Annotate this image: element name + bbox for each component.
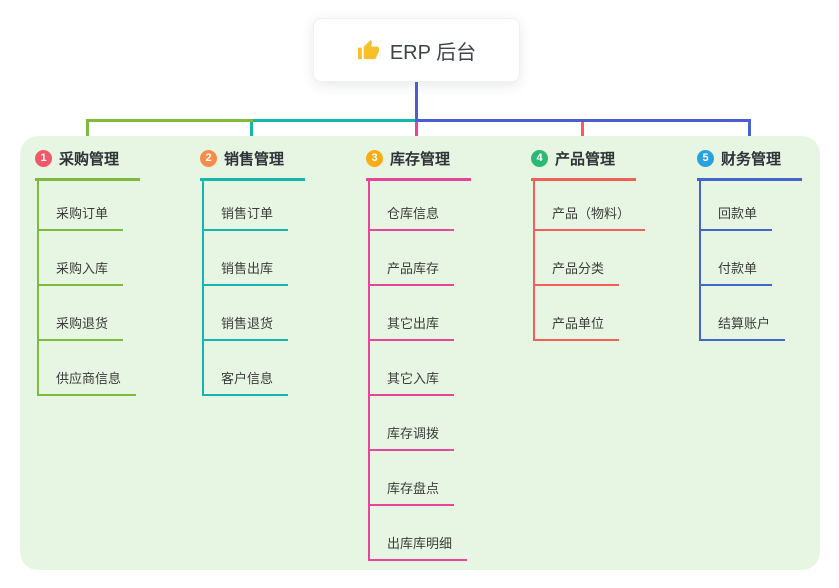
- node-item[interactable]: 其它入库: [370, 341, 455, 396]
- node-item[interactable]: 结算账户: [701, 286, 786, 341]
- node-item[interactable]: 产品（物料）: [535, 181, 646, 231]
- node-item[interactable]: 库存调拨: [370, 396, 455, 451]
- node-item[interactable]: 产品单位: [535, 286, 620, 341]
- thumbs-up-icon: [357, 39, 380, 62]
- branch-inventory-header[interactable]: 3 库存管理: [366, 148, 471, 181]
- branch-title: 产品管理: [555, 151, 616, 168]
- connector-drop-branch-2: [250, 122, 253, 148]
- root-node[interactable]: ERP 后台: [313, 18, 520, 82]
- branch-product-items: 产品（物料） 产品分类 产品单位: [533, 181, 646, 341]
- node-item[interactable]: 出库库明细: [370, 506, 468, 561]
- branch-title: 库存管理: [390, 151, 451, 168]
- node-item[interactable]: 销售出库: [204, 231, 289, 286]
- node-item[interactable]: 付款单: [701, 231, 773, 286]
- connector-drop-branch-5: [748, 122, 751, 148]
- node-item[interactable]: 采购退货: [39, 286, 124, 341]
- connector-bus-segment-2: [253, 119, 417, 122]
- branch-title: 采购管理: [59, 151, 120, 168]
- connector-drop-branch-1: [86, 122, 89, 148]
- node-item[interactable]: 销售订单: [204, 181, 289, 231]
- node-item[interactable]: 产品分类: [535, 231, 620, 286]
- branch-number-badge: 5: [697, 150, 714, 167]
- branch-inventory-items: 仓库信息 产品库存 其它出库 其它入库 库存调拨 库存盘点 出库库明细: [368, 181, 471, 561]
- branch-purchase-header[interactable]: 1 采购管理: [35, 148, 140, 181]
- branch-title: 销售管理: [224, 151, 285, 168]
- branch-purchase-items: 采购订单 采购入库 采购退货 供应商信息: [37, 181, 140, 396]
- branch-number-badge: 3: [366, 150, 383, 167]
- node-item[interactable]: 销售退货: [204, 286, 289, 341]
- connector-bus-segment-1: [86, 119, 253, 122]
- branch-title: 财务管理: [721, 151, 782, 168]
- node-item[interactable]: 产品库存: [370, 231, 455, 286]
- node-item[interactable]: 仓库信息: [370, 181, 455, 231]
- branch-product: 4 产品管理 产品（物料） 产品分类 产品单位: [531, 148, 646, 341]
- branch-finance-header[interactable]: 5 财务管理: [697, 148, 802, 181]
- node-item[interactable]: 采购订单: [39, 181, 124, 231]
- node-item[interactable]: 回款单: [701, 181, 773, 231]
- branch-number-badge: 1: [35, 150, 52, 167]
- node-item[interactable]: 采购入库: [39, 231, 124, 286]
- branch-sales: 2 销售管理 销售订单 销售出库 销售退货 客户信息: [200, 148, 305, 396]
- branch-sales-items: 销售订单 销售出库 销售退货 客户信息: [202, 181, 305, 396]
- branch-finance: 5 财务管理 回款单 付款单 结算账户: [697, 148, 802, 341]
- node-item[interactable]: 其它出库: [370, 286, 455, 341]
- branch-sales-header[interactable]: 2 销售管理: [200, 148, 305, 181]
- branch-product-header[interactable]: 4 产品管理: [531, 148, 636, 181]
- branch-inventory: 3 库存管理 仓库信息 产品库存 其它出库 其它入库 库存调拨 库存盘点 出库库…: [366, 148, 471, 561]
- branch-number-badge: 4: [531, 150, 548, 167]
- node-item[interactable]: 供应商信息: [39, 341, 137, 396]
- connector-drop-branch-4: [581, 122, 584, 148]
- branch-finance-items: 回款单 付款单 结算账户: [699, 181, 802, 341]
- branches-panel: 1 采购管理 采购订单 采购入库 采购退货 供应商信息 2 销售管理 销售订单 …: [20, 136, 820, 570]
- connector-root-vertical: [415, 82, 418, 122]
- node-item[interactable]: 客户信息: [204, 341, 289, 396]
- branch-purchase: 1 采购管理 采购订单 采购入库 采购退货 供应商信息: [35, 148, 140, 396]
- connector-bus-segment-right: [415, 119, 751, 122]
- node-item[interactable]: 库存盘点: [370, 451, 455, 506]
- branch-number-badge: 2: [200, 150, 217, 167]
- connector-drop-branch-3: [415, 122, 418, 148]
- root-node-label: ERP 后台: [389, 41, 477, 64]
